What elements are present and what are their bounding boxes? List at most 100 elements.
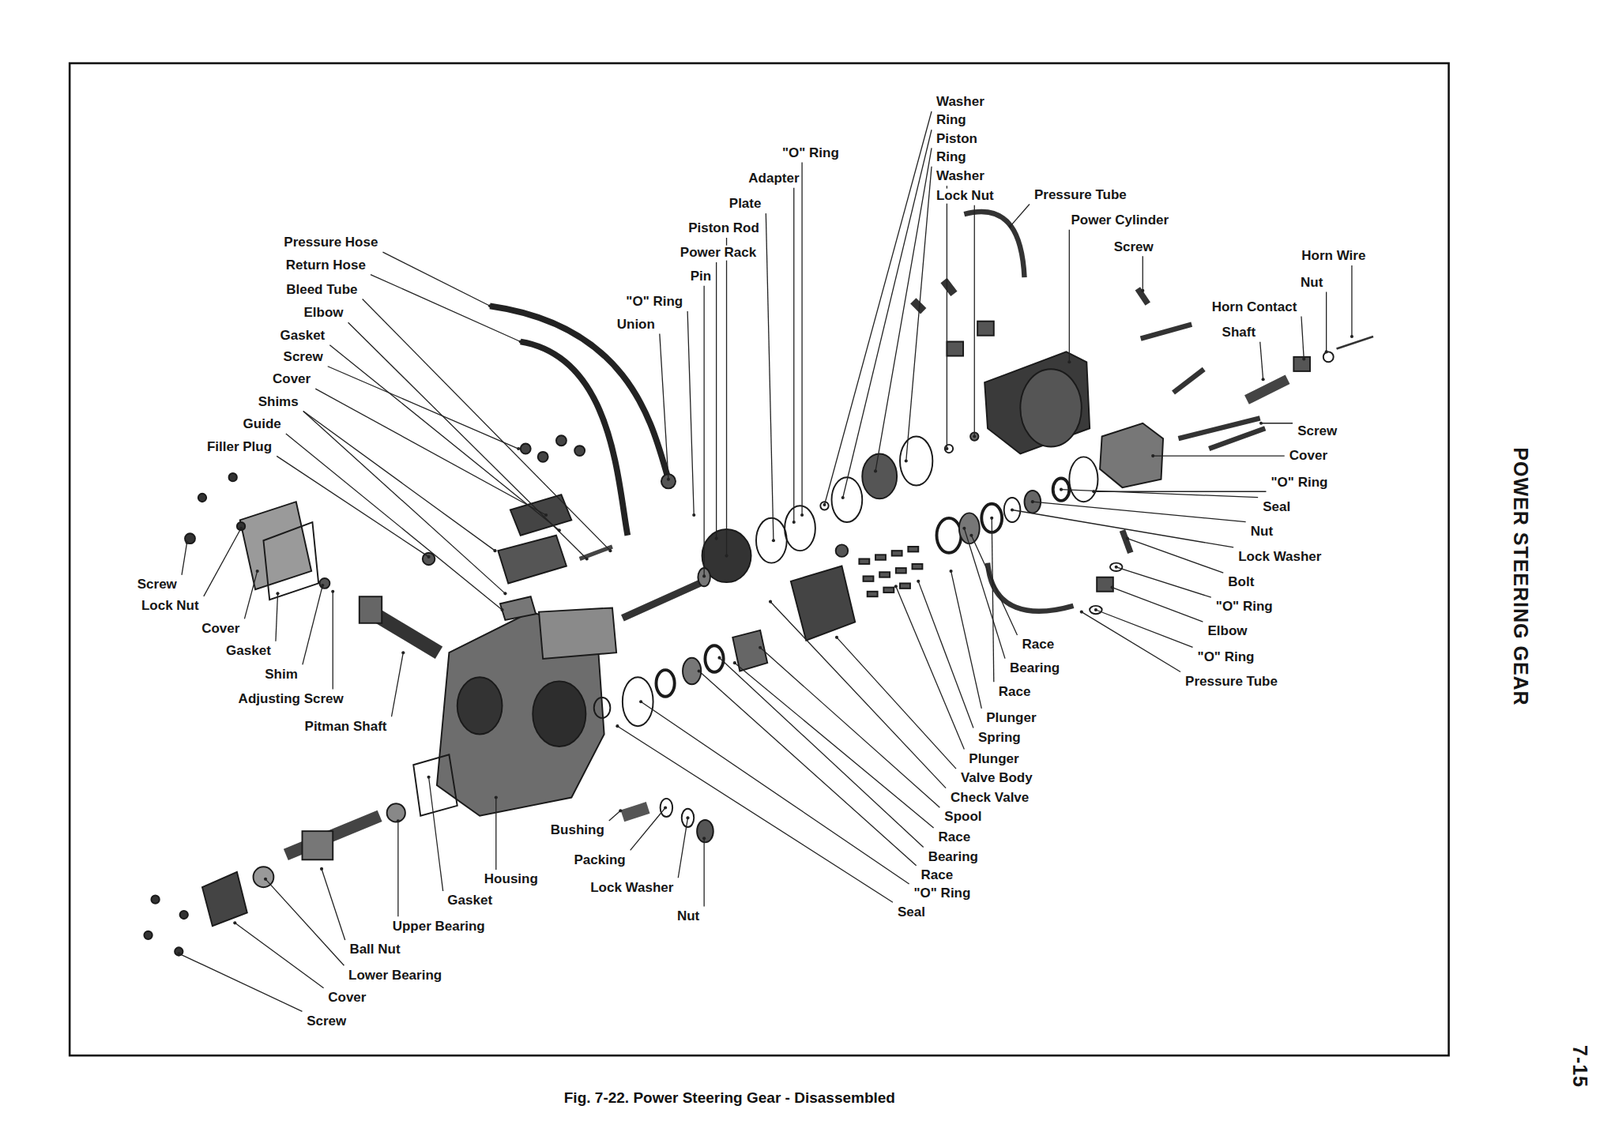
part-label: Packing — [572, 852, 628, 868]
part-label: Pressure Tube — [1183, 673, 1280, 689]
leader-line — [397, 820, 399, 917]
part-label: Screw — [135, 577, 179, 593]
bearing — [959, 512, 980, 544]
leader-line — [315, 388, 546, 516]
leader-tip — [916, 579, 920, 584]
leader-tip — [263, 877, 268, 881]
leader-tip — [962, 527, 966, 531]
leader-line — [617, 726, 893, 903]
leader-tip — [488, 304, 492, 308]
part-label: Lower Bearing — [346, 967, 444, 983]
leader-line — [1325, 292, 1327, 353]
leader-tip — [1008, 225, 1012, 229]
screw — [1140, 324, 1193, 339]
leader-line — [801, 162, 802, 516]
packing — [660, 798, 673, 817]
leader-line — [1142, 256, 1144, 291]
leader-tip — [176, 952, 181, 956]
frame — [69, 63, 1449, 1056]
part-label: Race — [937, 830, 973, 846]
leader-tip — [692, 513, 696, 517]
plungers — [858, 546, 923, 597]
power-cylinder-end — [1020, 368, 1081, 447]
leader-line — [687, 311, 694, 516]
leader-line — [677, 817, 688, 878]
part-label: Guide — [241, 417, 283, 433]
leader-line — [1081, 612, 1181, 673]
leader-line — [1127, 538, 1224, 574]
part-label: Race — [1020, 637, 1056, 653]
part-label: Screw — [304, 1013, 348, 1029]
part-label: Nut — [675, 908, 701, 924]
o-ring — [1089, 606, 1102, 614]
washer — [944, 444, 953, 453]
leader-line — [640, 701, 910, 885]
leader-line — [896, 586, 964, 750]
leader-tip — [1325, 350, 1329, 354]
nut — [1024, 490, 1042, 513]
figure-caption: Fig. 7-22. Power Steering Gear - Disasse… — [564, 1089, 896, 1107]
pressure-tube — [963, 211, 1024, 278]
spring — [896, 568, 907, 573]
fitting — [946, 341, 964, 356]
leader-line — [302, 585, 323, 665]
power-cylinder — [984, 351, 1090, 454]
leader-line — [951, 571, 983, 709]
lock-nut — [237, 522, 245, 531]
gasket — [263, 522, 319, 600]
leader-tip — [792, 520, 796, 524]
part-label: Washer — [934, 94, 987, 110]
leader-line — [836, 637, 957, 769]
part-label: Union — [615, 316, 657, 332]
plunger — [892, 550, 903, 556]
part-label: Screw — [1112, 239, 1156, 255]
leader-line — [1351, 265, 1352, 337]
leader-tip — [873, 469, 878, 473]
screw — [1173, 368, 1205, 393]
horn-wire — [1336, 336, 1374, 349]
check-valve — [835, 544, 848, 557]
leader-line — [719, 658, 924, 848]
leader-line — [1009, 203, 1030, 226]
part-label: Adjusting Screw — [237, 691, 346, 707]
part-label: Power Cylinder — [1069, 213, 1171, 229]
leader-tip — [493, 549, 497, 553]
leader-line — [974, 205, 976, 437]
part-label: Horn Wire — [1299, 248, 1367, 264]
leader-line — [321, 869, 346, 941]
part-label: Bearing — [926, 849, 980, 865]
part-label: Screw — [282, 350, 325, 366]
side-heading: POWER STEERING GEAR — [1509, 445, 1533, 708]
leader-line — [382, 252, 490, 306]
part-label: Ring — [934, 150, 968, 166]
leader-tip — [949, 569, 953, 573]
fitting — [944, 280, 955, 294]
leader-tip — [1125, 537, 1130, 541]
leader-tip — [697, 669, 701, 673]
leader-tip — [894, 584, 898, 588]
leader-tip — [1059, 488, 1063, 492]
leader-line — [327, 366, 519, 449]
housing-block — [538, 607, 617, 659]
leader-tip — [1140, 289, 1145, 293]
leader-tip — [275, 591, 279, 595]
leader-tip — [427, 555, 431, 559]
leader-tip — [733, 661, 737, 665]
leader-tip — [618, 809, 622, 813]
leader-tip — [516, 447, 520, 451]
part-label: Housing — [482, 872, 540, 888]
part-label: Bolt — [1226, 575, 1256, 591]
part-label: "O" Ring — [624, 294, 685, 310]
nut — [1323, 351, 1334, 362]
leader-tip — [233, 921, 237, 925]
bolt — [1121, 530, 1130, 553]
part-label: Filler Plug — [205, 439, 274, 455]
screw — [143, 931, 152, 940]
leader-tip — [768, 600, 772, 604]
leader-line — [276, 455, 429, 558]
part-label: Ring — [934, 112, 968, 128]
leader-tip — [396, 819, 400, 823]
leader-line — [793, 188, 795, 523]
side-cover — [240, 501, 312, 590]
